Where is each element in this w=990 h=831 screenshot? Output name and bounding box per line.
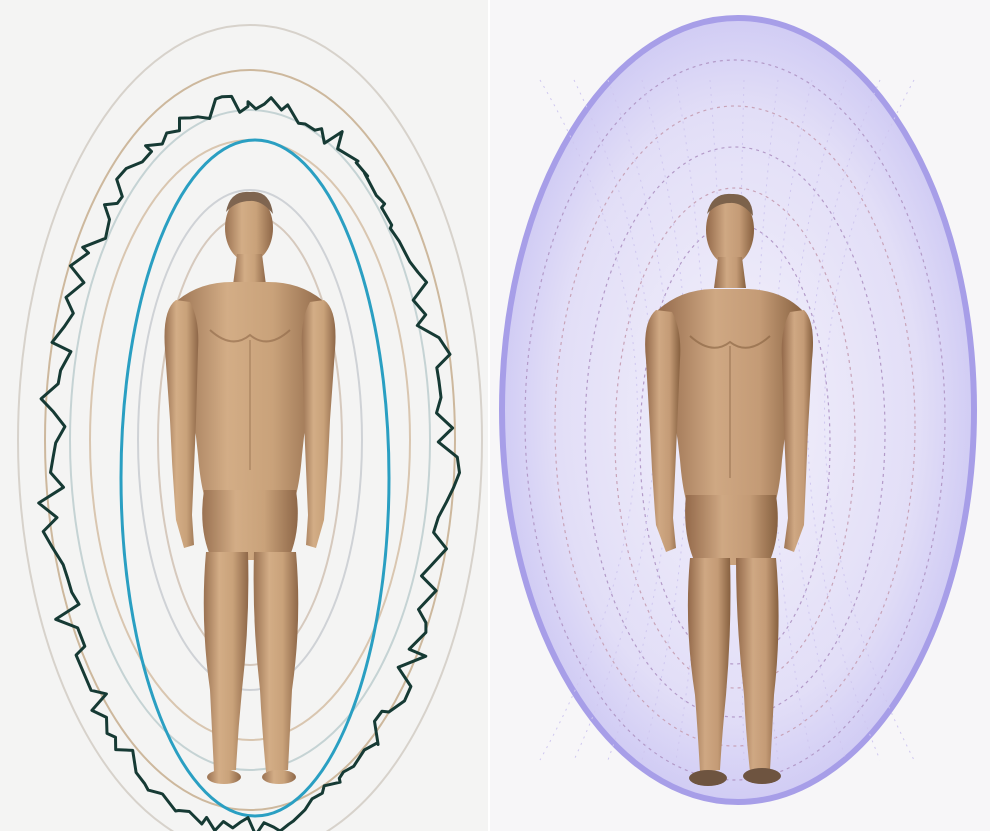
right-aura-illustration xyxy=(490,0,990,831)
right-aura-panel xyxy=(490,0,990,831)
left-aura-panel xyxy=(0,0,490,831)
left-aura-illustration xyxy=(0,0,490,831)
human-figure-front xyxy=(164,192,335,784)
